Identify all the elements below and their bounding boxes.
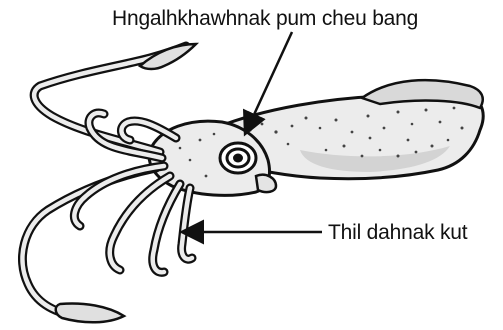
tentacle-callout-label: Thil dahnak kut [328, 222, 467, 243]
squid-eye [220, 143, 256, 173]
squid-arms [74, 113, 192, 272]
tentacle-club-lower [56, 304, 124, 323]
squid-siphon [256, 175, 276, 192]
eye-callout-label: Hngalhkhawhnak pum cheu bang [112, 8, 418, 29]
